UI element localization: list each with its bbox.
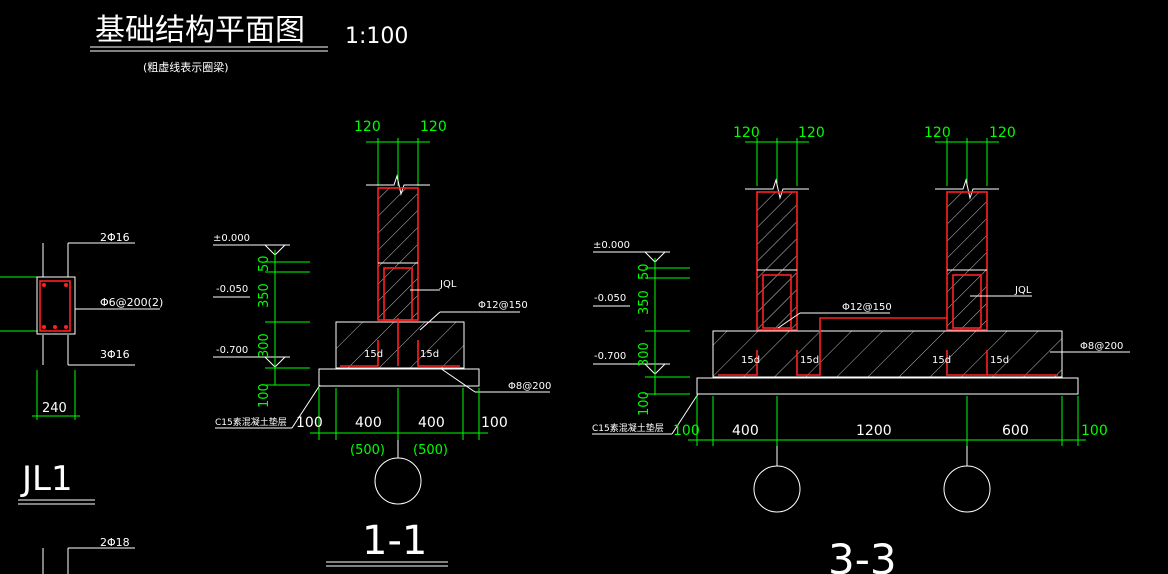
s3-vdim-300: 300 (637, 342, 652, 367)
jl1-stirrups: Φ6@200(2) (100, 296, 163, 309)
s1-wall-dim-right: 120 (420, 119, 447, 135)
section-1-1: 120 120 15d 15d ±0.000 -0.050 -0.700 (213, 119, 551, 567)
s1-hdim-1: 400 (355, 415, 382, 431)
s3-vdim-350: 350 (637, 290, 652, 315)
s1-pad-label: C15素混凝土垫层 (215, 416, 287, 428)
s1-vdim-300: 300 (257, 333, 272, 358)
s3-anchor-0: 15d (741, 355, 760, 366)
s1-vdim-350: 350 (257, 283, 272, 308)
drawing-subtitle: (粗虚线表示圈梁) (143, 60, 229, 74)
s3-grid-bubble-left (753, 465, 801, 513)
jl1-name: JL1 (20, 459, 73, 499)
s1-elev-2: -0.700 (216, 345, 248, 356)
s1-elev-0: ±0.000 (213, 233, 250, 244)
s1-beam-label: JQL (439, 279, 457, 290)
s3-vdim-50: 50 (637, 263, 652, 280)
s1-hdim-2: 400 (418, 415, 445, 431)
beam-jl1-section: 2Φ16 Φ6@200(2) 3Φ16 240 JL1 2Φ18 (0, 231, 163, 574)
s3-elev-2: -0.700 (594, 351, 626, 362)
s1-rebar-top: Φ12@150 (478, 300, 528, 311)
s3-elev-1: -0.050 (594, 293, 626, 304)
s3-wall-dim-2: 120 (924, 125, 951, 141)
s3-hdim-4: 100 (1081, 423, 1108, 439)
s3-hdim-0: 100 (673, 423, 700, 439)
s1-hdim-0: 100 (296, 415, 323, 431)
s3-hdim-3: 600 (1002, 423, 1029, 439)
s1-elev-1: -0.050 (216, 284, 248, 295)
s1-anchor-left: 15d (364, 349, 383, 360)
next-beam-top-bars: 2Φ18 (100, 536, 130, 549)
s3-hdim-1: 400 (732, 423, 759, 439)
title-block: 基础结构平面图 1:100 (粗虚线表示圈梁) (90, 13, 408, 74)
s3-rebar-top: Φ12@150 (842, 302, 892, 313)
s1-grid-bubble (374, 457, 422, 505)
s3-section-name: 3-3 (828, 535, 897, 574)
jl1-width: 240 (42, 401, 67, 416)
s1-rebar-bottom: Φ8@200 (508, 381, 551, 392)
s1-anchor-right: 15d (420, 349, 439, 360)
s3-anchor-2: 15d (932, 355, 951, 366)
s3-beam-label: JQL (1014, 285, 1032, 296)
s3-rebar-bottom: Φ8@200 (1080, 341, 1123, 352)
s3-vdim-100: 100 (637, 391, 652, 416)
s1-section-name: 1-1 (362, 518, 427, 564)
s3-anchor-1: 15d (800, 355, 819, 366)
s1-hdim-alt-right: (500) (413, 443, 448, 458)
s3-hdim-2: 1200 (856, 423, 892, 439)
drawing-title: 基础结构平面图 (95, 13, 305, 48)
s1-hdim-3: 100 (481, 415, 508, 431)
s3-wall-dim-1: 120 (798, 125, 825, 141)
s3-elev-0: ±0.000 (593, 240, 630, 251)
s3-pad-label: C15素混凝土垫层 (592, 422, 664, 434)
jl1-top-bars: 2Φ16 (100, 231, 130, 244)
s1-vdim-100: 100 (257, 383, 272, 408)
section-3-3: 120 120 120 120 15d 15d 15d 15d ± (592, 125, 1130, 574)
s1-wall-dim-left: 120 (354, 119, 381, 135)
jl1-bottom-bars: 3Φ16 (100, 348, 130, 361)
s3-anchor-3: 15d (990, 355, 1009, 366)
s3-grid-bubble-right (943, 465, 991, 513)
s3-wall-dim-3: 120 (989, 125, 1016, 141)
s1-hdim-alt-left: (500) (350, 443, 385, 458)
s3-wall-dim-0: 120 (733, 125, 760, 141)
s1-vdim-50: 50 (257, 255, 272, 272)
drawing-scale: 1:100 (345, 24, 408, 49)
